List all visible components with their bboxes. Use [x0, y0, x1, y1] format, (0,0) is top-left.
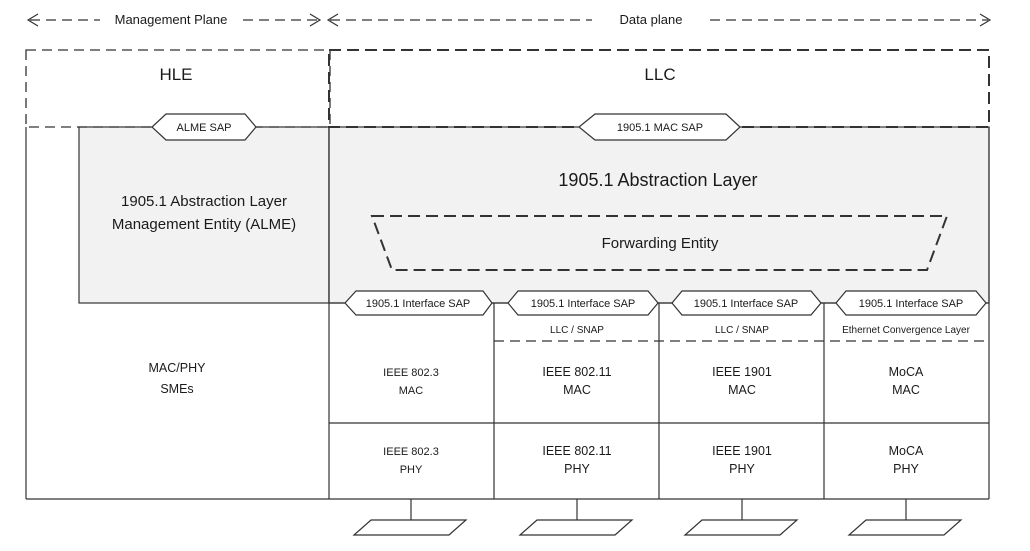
- interface-sap-shape: [507, 290, 659, 316]
- connector-icon: [847, 499, 963, 536]
- llc-label: LLC: [644, 65, 675, 84]
- data-plane-arrow: Data plane: [326, 12, 992, 27]
- alme-label-line2: Management Entity (ALME): [112, 216, 296, 233]
- alme-sap: ALME SAP: [151, 113, 257, 141]
- phy-label-line2: PHY: [729, 462, 755, 476]
- alme-sap-shape: [151, 113, 257, 141]
- phy-label-line2: PHY: [400, 464, 423, 476]
- mac-sap-shape: [578, 113, 741, 141]
- mac-label-line1: IEEE 802.11: [542, 365, 611, 379]
- mac-sap-label: 1905.1 MAC SAP: [617, 122, 703, 134]
- interface-column-ieee-802-3: 1905.1 Interface SAP IEEE 802.3 MAC IEEE…: [344, 290, 493, 476]
- alme-block: [78, 126, 330, 304]
- interface-column-ieee-802-11: 1905.1 Interface SAP LLC / SNAP IEEE 802…: [507, 290, 659, 476]
- connector-icon: [352, 499, 468, 536]
- interface-column-ieee-1901: 1905.1 Interface SAP LLC / SNAP IEEE 190…: [671, 290, 822, 476]
- alme-sap-label: ALME SAP: [176, 122, 231, 134]
- interface-column-moca: 1905.1 Interface SAP Ethernet Convergenc…: [835, 290, 987, 476]
- connector-icon: [683, 499, 799, 536]
- phy-label-line1: MoCA: [889, 444, 924, 458]
- alme-label-line1: 1905.1 Abstraction Layer: [121, 193, 287, 210]
- phy-label-line2: PHY: [893, 462, 919, 476]
- mac-sap: 1905.1 MAC SAP: [578, 113, 741, 141]
- interface-sap-shape: [671, 290, 822, 316]
- data-plane-label: Data plane: [620, 12, 683, 27]
- sublayer-label: LLC / SNAP: [715, 325, 769, 336]
- sublayer-label: LLC / SNAP: [550, 325, 604, 336]
- interface-sap-label: 1905.1 Interface SAP: [366, 298, 471, 310]
- interface-sap-shape: [835, 290, 987, 316]
- connector-icon: [518, 499, 634, 536]
- mac-label-line1: MoCA: [889, 365, 924, 379]
- mac-phy-smes-line2: SMEs: [160, 382, 193, 396]
- mac-label-line2: MAC: [728, 383, 756, 397]
- interface-sap-label: 1905.1 Interface SAP: [859, 298, 964, 310]
- hle-label: HLE: [159, 65, 192, 84]
- phy-label-line1: IEEE 802.11: [542, 444, 611, 458]
- phy-label-line2: PHY: [564, 462, 590, 476]
- mac-label-line1: IEEE 1901: [712, 365, 772, 379]
- interface-sap-shape: [344, 290, 493, 316]
- interface-sap-label: 1905.1 Interface SAP: [531, 298, 636, 310]
- medium-connectors: [352, 499, 963, 536]
- mac-label-line1: IEEE 802.3: [383, 367, 439, 379]
- abstraction-layer-label: 1905.1 Abstraction Layer: [558, 170, 757, 190]
- interface-sap-label: 1905.1 Interface SAP: [694, 298, 799, 310]
- mac-label-line2: MAC: [563, 383, 591, 397]
- mac-label-line2: MAC: [399, 385, 424, 397]
- management-plane-arrow: Management Plane: [26, 12, 322, 27]
- forwarding-entity-box: [370, 215, 949, 271]
- phy-label-line1: IEEE 1901: [712, 444, 772, 458]
- mac-phy-smes-line1: MAC/PHY: [149, 361, 207, 375]
- mac-label-line2: MAC: [892, 383, 920, 397]
- sublayer-label: Ethernet Convergence Layer: [842, 325, 971, 336]
- management-plane-label: Management Plane: [115, 12, 228, 27]
- phy-label-line1: IEEE 802.3: [383, 446, 439, 458]
- forwarding-entity-label: Forwarding Entity: [602, 235, 719, 252]
